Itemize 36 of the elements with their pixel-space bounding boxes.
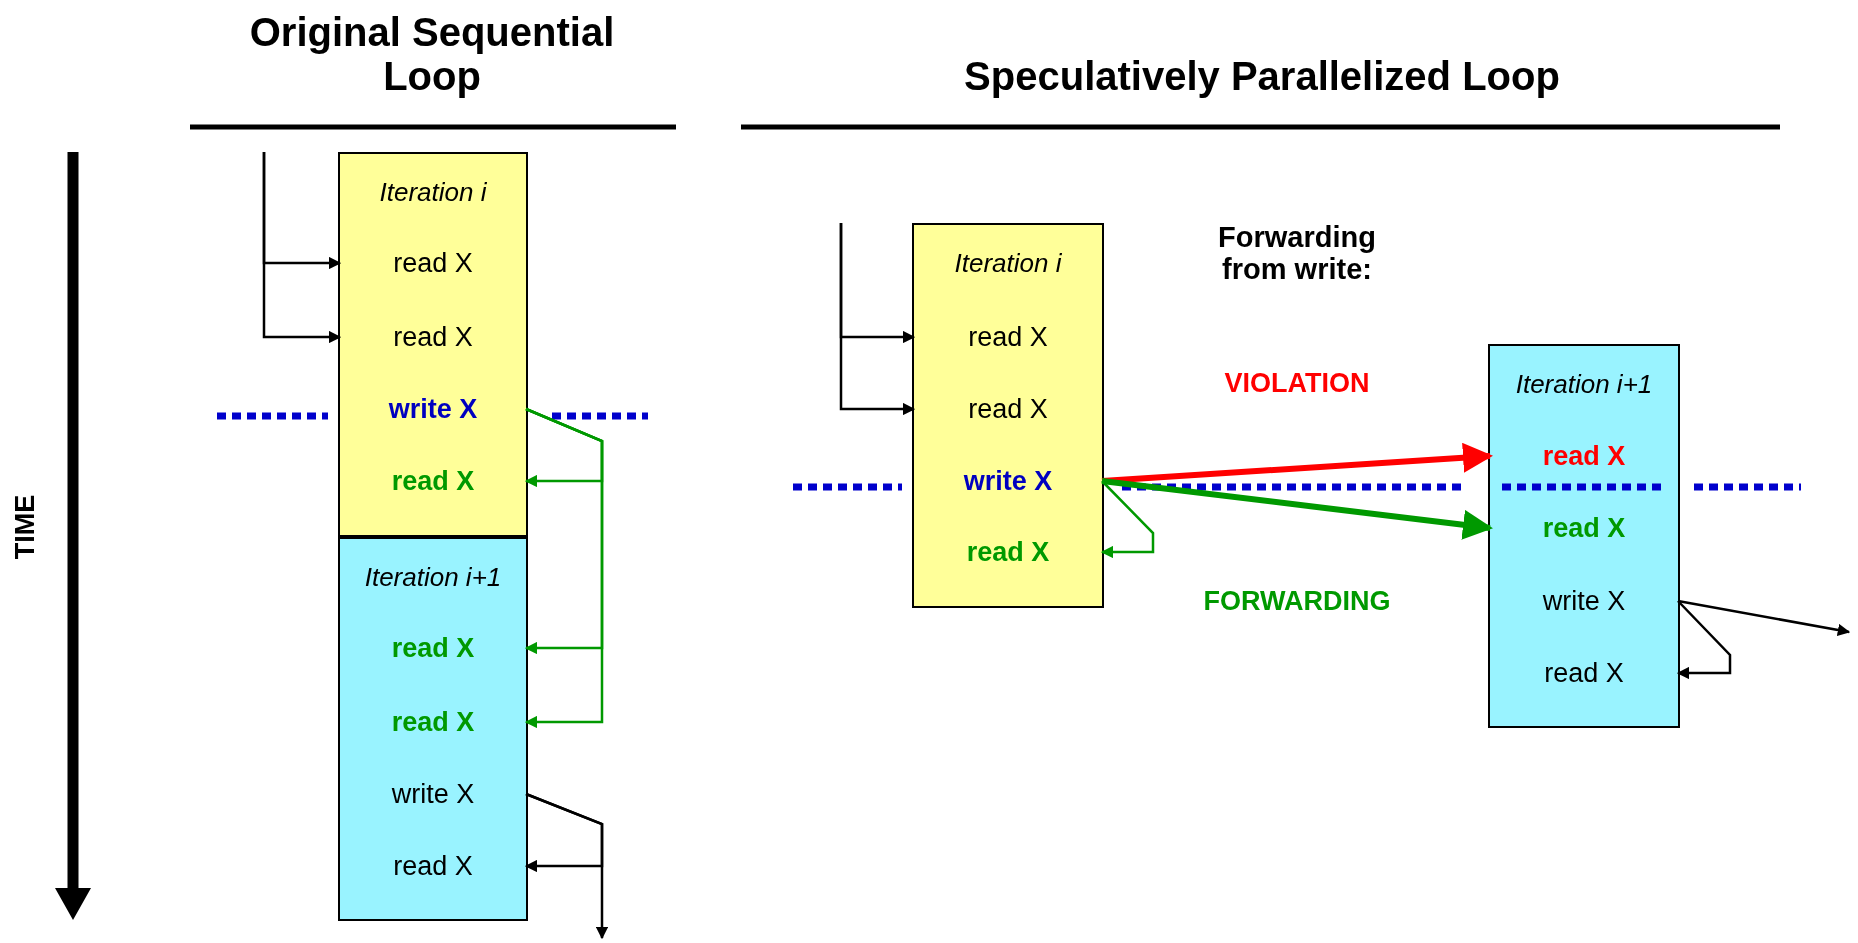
section-heading: Speculatively Parallelized Loop (963, 54, 1561, 98)
arrow (1100, 480, 1155, 559)
arrow (525, 792, 609, 940)
statement-text: read X (393, 321, 473, 353)
iteration-heading: Iteration i (379, 177, 487, 208)
statement-text: read X (393, 850, 473, 882)
statement-text: read X (1542, 440, 1626, 472)
iteration-heading: Iteration i (954, 248, 1062, 279)
arrow (262, 152, 342, 344)
arrow (1677, 599, 1851, 637)
axis-label: TIME (11, 494, 41, 560)
statement-text: read X (968, 393, 1048, 425)
statement-text: write X (391, 778, 475, 810)
iteration-box (338, 537, 528, 921)
iteration-box (1488, 344, 1680, 728)
statement-text: write X (963, 465, 1053, 497)
statement-text: read X (391, 632, 475, 664)
arrow (1101, 478, 1493, 540)
arrow (839, 223, 916, 416)
statement-text: read X (393, 247, 473, 279)
arrow (524, 407, 604, 729)
statement-text: read X (1542, 512, 1626, 544)
iteration-box (338, 152, 528, 537)
statement-text: read X (966, 536, 1050, 568)
section-heading: Original Sequential Loop (248, 10, 616, 98)
iteration-box (912, 223, 1104, 608)
arrow (1676, 600, 1732, 680)
statement-text: read X (391, 465, 475, 497)
statement-text: read X (1544, 657, 1624, 689)
statement-text: read X (968, 321, 1048, 353)
statement-text: write X (388, 393, 478, 425)
statement-text: write X (1542, 585, 1626, 617)
statement-text: read X (391, 706, 475, 738)
iteration-heading: Iteration i+1 (1515, 369, 1653, 400)
annotation-text: Forwarding from write: (1217, 222, 1377, 286)
iteration-heading: Iteration i+1 (364, 562, 502, 593)
